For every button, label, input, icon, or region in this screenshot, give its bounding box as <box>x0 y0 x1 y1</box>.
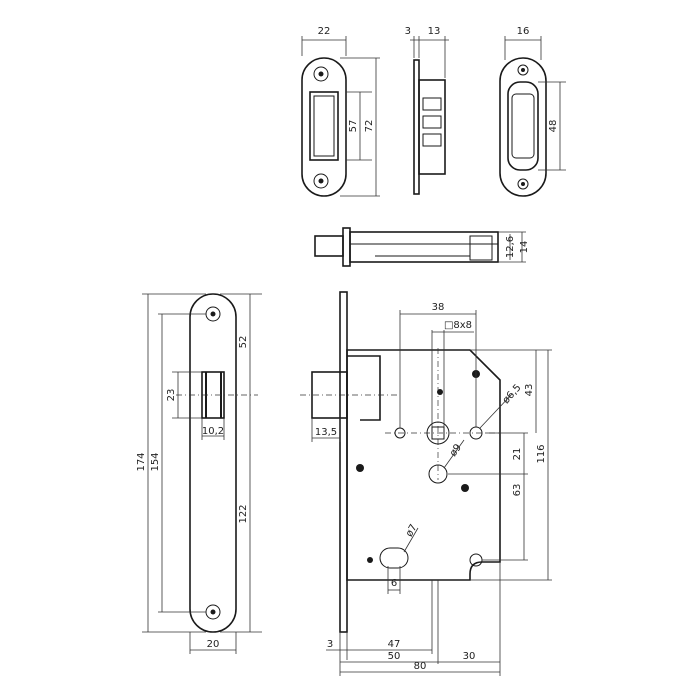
strike-plate-front-view: 22 57 72 <box>301 26 380 197</box>
magnetic-strike-magnet <box>511 93 535 159</box>
faceplate-front-view: 174 154 52 122 23 10,2 20 <box>136 293 262 654</box>
lower-hole-label: ø7 <box>404 523 420 539</box>
bottom-offset-label: 122 <box>238 504 249 523</box>
strike-opening-inner <box>313 95 335 157</box>
distance-30-label: 30 <box>463 651 476 662</box>
cylinder-hole-label: ø9 <box>448 442 464 459</box>
strike-width-label: 22 <box>318 26 331 37</box>
latch-projection-label: 13,5 <box>315 427 337 438</box>
strike-plate-depth-label: 3 <box>405 26 411 37</box>
spindle-label: □8x8 <box>444 320 472 331</box>
faceplate-thickness-label: 3 <box>327 639 333 650</box>
upper-hole-label: ø6,5 <box>501 382 524 406</box>
screw-hole-bottom-center <box>318 178 324 184</box>
faceplate-total-height-label: 174 <box>136 452 147 471</box>
lower-slot <box>379 547 409 569</box>
magnetic-strike-recess <box>507 81 539 171</box>
spindle-hub <box>426 421 450 445</box>
cylinder-spacing-label: 21 <box>512 448 523 461</box>
lock-top-view: 12,6 14 <box>314 227 530 267</box>
slot-width-label: 6 <box>391 578 397 589</box>
case-height-label: 116 <box>536 444 547 463</box>
strike-plate-height-label: 72 <box>364 120 375 133</box>
strike-box-depth-label: 13 <box>428 26 441 37</box>
faceplate-width-label: 20 <box>207 639 220 650</box>
magnetic-strike-view: 16 48 <box>499 26 566 197</box>
faceplate-top <box>342 227 351 267</box>
strike-opening-outer <box>309 91 339 161</box>
case-top <box>349 231 499 263</box>
case-depth-label: 80 <box>414 661 427 672</box>
lower-distance-label: 63 <box>512 484 523 497</box>
magnet-screw-top <box>517 64 529 76</box>
cylinder-hole <box>428 464 448 484</box>
distance-50-label: 50 <box>388 651 401 662</box>
screw-hole-bottom <box>313 173 329 189</box>
distance-47-label: 47 <box>388 639 401 650</box>
magnetic-strike-outline <box>499 57 547 197</box>
latch-bolt <box>311 371 348 419</box>
strike-side-box <box>418 79 446 175</box>
top-offset-label: 52 <box>238 336 249 349</box>
strike-plate-outline <box>301 57 347 197</box>
case-faceplate <box>339 291 348 633</box>
faceplate-outline <box>189 293 237 633</box>
latch-top <box>314 235 344 257</box>
upper-distance-label: 43 <box>524 384 535 397</box>
latch-opening-width-label: 10,2 <box>202 426 224 437</box>
screw-spacing-label: 154 <box>150 452 161 471</box>
body-height-label: 14 <box>519 241 530 254</box>
backset-label: 38 <box>432 302 445 313</box>
latch-opening-height-label: 23 <box>166 389 177 402</box>
magnet-height-label: 48 <box>548 120 559 133</box>
screw-hole-top <box>313 66 329 82</box>
spindle-square <box>431 426 445 440</box>
magnet-screw-bottom <box>517 178 529 190</box>
strike-plate-side-view: 3 13 <box>405 26 449 195</box>
latch-height-label: 12,6 <box>505 236 516 258</box>
strike-opening-height-label: 57 <box>348 120 359 133</box>
magnet-width-label: 16 <box>517 26 530 37</box>
lower-hole <box>469 553 483 567</box>
lock-case-side-view: 38 □8x8 13,5 ø6,5 ø9 21 43 116 63 <box>300 291 552 676</box>
screw-hole-top-center <box>318 71 324 77</box>
case-body <box>346 349 501 581</box>
